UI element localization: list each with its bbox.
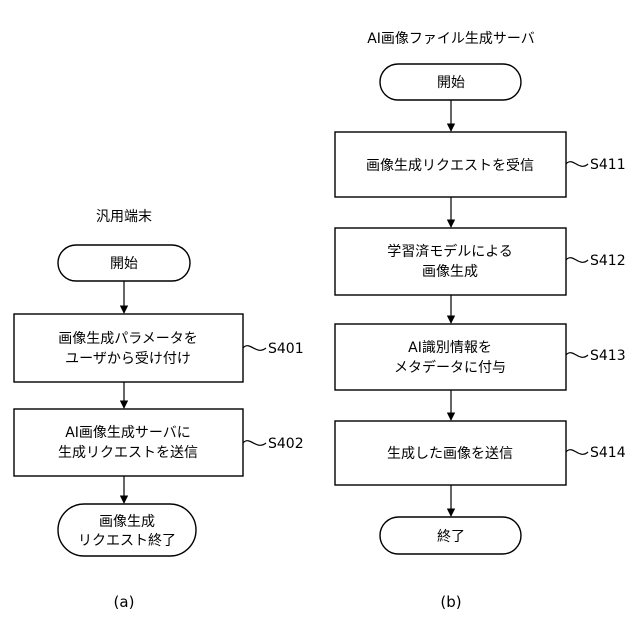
- step-s411-id: S411: [590, 157, 626, 173]
- flow-b-end-terminal: 終了: [380, 517, 521, 554]
- step-s402-id: S402: [268, 436, 304, 452]
- step-s412-line-2: 画像生成: [422, 264, 478, 280]
- flow-a-title: 汎用端末: [96, 209, 152, 225]
- flow-a-end-line-1: 画像生成: [99, 514, 155, 530]
- step-s411-line-1: 画像生成リクエストを受信: [366, 158, 534, 174]
- flow-a-caption: (a): [114, 593, 135, 611]
- step-s401-leader: [243, 346, 266, 351]
- flow-b-start-label: 開始: [437, 75, 465, 91]
- flow-b-step-s411: 画像生成リクエストを受信 S411: [335, 132, 626, 197]
- flow-b-title: AI画像ファイル生成サーバ: [367, 31, 535, 47]
- step-s412-leader: [566, 258, 588, 263]
- step-s413-leader: [566, 353, 588, 358]
- step-s402-leader: [243, 441, 266, 446]
- flow-a-end-terminal: 画像生成 リクエスト終了: [58, 504, 196, 556]
- step-s402-line-1: AI画像生成サーバに: [65, 425, 191, 441]
- flow-b-start-terminal: 開始: [380, 64, 521, 100]
- step-s413-line-2: メタデータに付与: [394, 359, 506, 376]
- step-s414-id: S414: [590, 445, 626, 461]
- flow-a-start-label: 開始: [110, 256, 138, 272]
- step-s413-id: S413: [590, 348, 626, 364]
- flow-b-step-s413: AI識別情報を メタデータに付与 S413: [335, 324, 626, 390]
- flow-a-step-s401: 画像生成パラメータを ユーザから受け付け S401: [14, 314, 304, 382]
- flow-b-caption: (b): [440, 593, 461, 611]
- step-s402-line-2: 生成リクエストを送信: [58, 445, 198, 461]
- step-s412-line-1: 学習済モデルによる: [387, 243, 513, 260]
- step-s401-line-2: ユーザから受け付け: [65, 351, 191, 367]
- step-s413-line-1: AI識別情報を: [408, 340, 492, 356]
- flowchart-a: 汎用端末 開始 画像生成パラメータを ユーザから受け付け S401 AI画像生成…: [14, 209, 304, 611]
- flow-b-step-s414: 生成した画像を送信 S414: [335, 421, 626, 485]
- step-s401-line-1: 画像生成パラメータを: [58, 331, 198, 347]
- flow-a-end-line-2: リクエスト終了: [78, 533, 176, 549]
- flow-b-step-s412: 学習済モデルによる 画像生成 S412: [335, 228, 626, 295]
- step-s401-id: S401: [268, 341, 304, 357]
- flow-b-end-line-1: 終了: [437, 529, 465, 545]
- step-s412-id: S412: [590, 253, 626, 269]
- step-s414-leader: [566, 450, 588, 455]
- flow-a-start-terminal: 開始: [58, 245, 190, 281]
- flow-a-step-s402: AI画像生成サーバに 生成リクエストを送信 S402: [14, 409, 304, 476]
- flowchart-b: AI画像ファイル生成サーバ 開始 画像生成リクエストを受信 S411 学習済モデ…: [335, 31, 626, 611]
- step-s411-leader: [566, 162, 588, 167]
- step-s414-line-1: 生成した画像を送信: [387, 446, 513, 462]
